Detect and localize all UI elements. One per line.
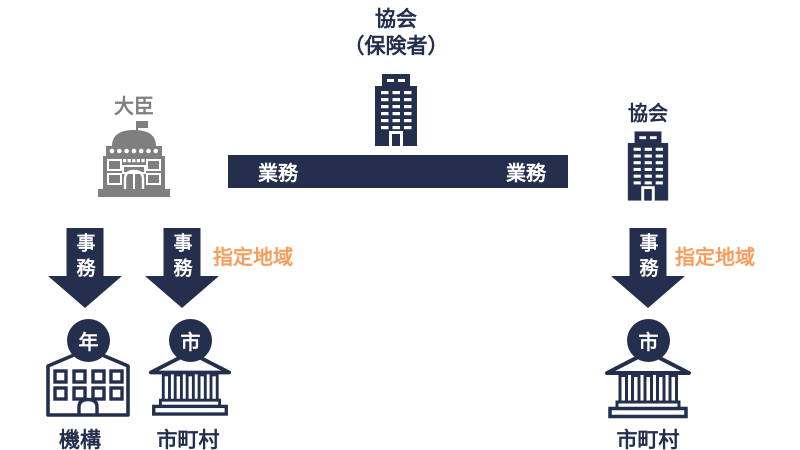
municipality-building-icon-right (604, 348, 692, 420)
city-badge-left: 市 (169, 319, 212, 362)
pension-organization-label: 機構 (59, 428, 101, 450)
association-office-building-icon (624, 131, 672, 201)
minister-label: 大臣 (114, 94, 154, 118)
government-building-icon (95, 120, 173, 198)
insurer-title: 協会 （保険者） (296, 6, 496, 60)
municipality-label-left: 市町村 (156, 428, 220, 450)
pension-badge: 年 (67, 319, 110, 362)
insurer-title-line1: 協会 (375, 7, 417, 31)
office-work-arrow-left1-label: 事務 (73, 233, 96, 283)
designated-area-label-right: 指定地域 (675, 245, 755, 269)
association-right-label: 協会 (628, 101, 668, 125)
office-work-arrow-right-label: 事務 (636, 233, 659, 283)
office-work-arrow-left2: 事務 (145, 228, 219, 308)
business-label-left: 業務 (258, 161, 298, 185)
city-badge-right: 市 (627, 319, 670, 362)
insurer-title-line2: （保険者） (343, 34, 449, 58)
office-work-arrow-right: 事務 (611, 228, 685, 308)
designated-area-label-left: 指定地域 (213, 245, 293, 269)
business-bar: 業務 業務 (228, 155, 568, 188)
insurer-office-building-icon (371, 74, 421, 146)
municipality-label-right: 市町村 (616, 428, 680, 450)
office-work-arrow-left1: 事務 (48, 228, 122, 308)
municipality-building-icon-left (148, 348, 232, 418)
office-work-arrow-left2-label: 事務 (170, 233, 193, 283)
business-label-right: 業務 (506, 161, 546, 185)
